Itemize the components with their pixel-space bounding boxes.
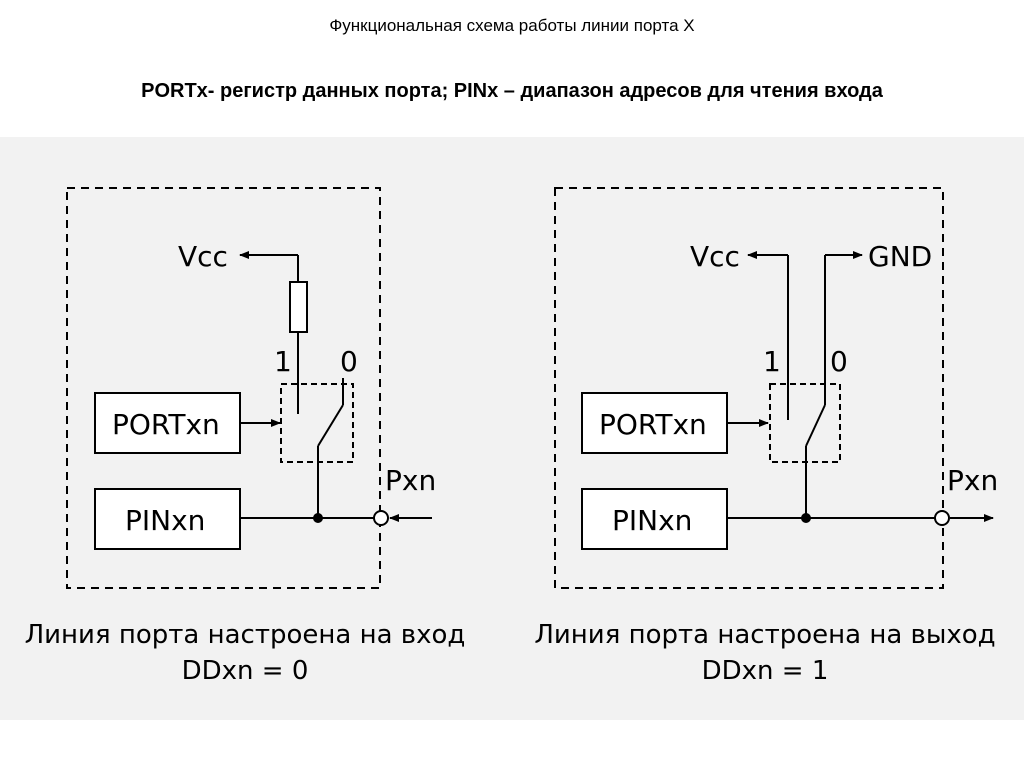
slide-subtitle: PORTx- регистр данных порта; PINx – диап… <box>141 80 883 102</box>
input-mode-diagram <box>66 187 432 589</box>
vcc-label-right: Vcc <box>690 240 740 273</box>
pin-label-right: Pxn <box>947 464 998 497</box>
port-register-label-left: PORTxn <box>112 408 220 441</box>
caption-input-mode: Линия порта настроена на вход DDxn = 0 <box>10 617 480 689</box>
caption-input-line2: DDxn = 0 <box>181 656 309 686</box>
port-register-box-right <box>581 392 728 454</box>
switch-label-1-left: 1 <box>274 345 292 378</box>
caption-input-line1: Линия порта настроена на вход <box>24 620 466 650</box>
switch-label-0-right: 0 <box>830 345 848 378</box>
port-register-box-left <box>94 392 241 454</box>
caption-output-line2: DDxn = 1 <box>701 656 829 686</box>
gnd-label-right: GND <box>868 240 932 273</box>
pin-register-box-right <box>581 488 728 550</box>
pin-register-box-left <box>94 488 241 550</box>
switch-label-0-left: 0 <box>340 345 358 378</box>
pin-terminal-right <box>934 510 950 526</box>
junction-dot-right <box>801 513 811 523</box>
slide-title: Функциональная схема работы линии порта … <box>329 16 695 35</box>
switch-blade-right <box>805 404 826 447</box>
caption-output-mode: Линия порта настроена на выход DDxn = 1 <box>515 617 1015 689</box>
pin-terminal-left <box>373 510 389 526</box>
vcc-label-left: Vcc <box>178 240 228 273</box>
port-boundary-left <box>66 187 381 589</box>
port-boundary-right <box>554 187 944 589</box>
junction-dot-left <box>313 513 323 523</box>
output-mode-diagram <box>554 187 994 589</box>
switch-label-1-right: 1 <box>763 345 781 378</box>
switch-blade-left <box>317 404 344 447</box>
pin-register-label-right: PINxn <box>612 504 692 537</box>
caption-output-line1: Линия порта настроена на выход <box>534 620 996 650</box>
pin-label-left: Pxn <box>385 464 436 497</box>
pin-register-label-left: PINxn <box>125 504 205 537</box>
pullup-resistor <box>289 281 308 333</box>
port-register-label-right: PORTxn <box>599 408 707 441</box>
